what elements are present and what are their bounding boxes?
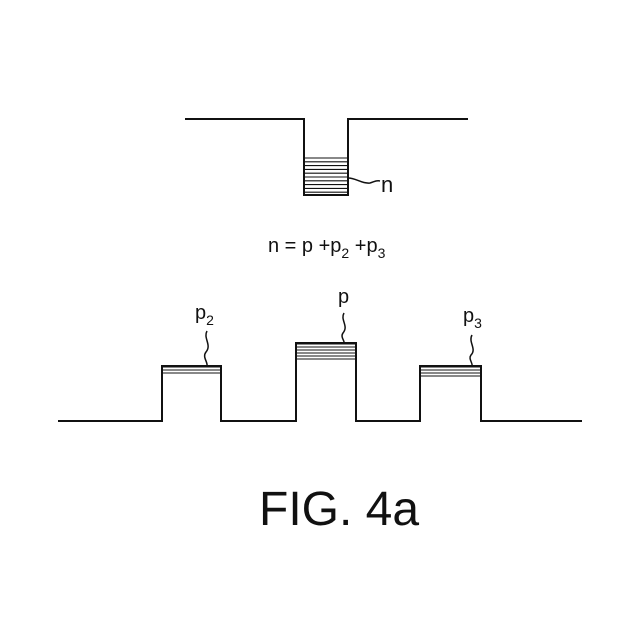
- pillar-p-label: p: [338, 286, 349, 308]
- bottom-surface-profile: [58, 343, 582, 421]
- pillar-p3-label: p3: [463, 305, 482, 331]
- pillar-p3-leader-line: [470, 335, 473, 366]
- pillar-p2-leader-line: [205, 331, 209, 366]
- well-label: n: [381, 172, 393, 197]
- pillar-p2-fill-layers: [162, 367, 221, 373]
- well-fill-layers: [304, 158, 348, 192]
- pillar-p3-fill-layers: [420, 367, 481, 376]
- top-surface-profile: [185, 119, 468, 195]
- pillar-p2-label: p2: [195, 302, 214, 328]
- pillar-p-leader-line: [342, 313, 345, 343]
- equation: n = p +p2 +p3: [268, 235, 386, 261]
- figure-caption: FIG. 4a: [259, 483, 419, 536]
- pillar-p-fill-layers: [296, 344, 356, 359]
- well-leader-line: [348, 178, 380, 183]
